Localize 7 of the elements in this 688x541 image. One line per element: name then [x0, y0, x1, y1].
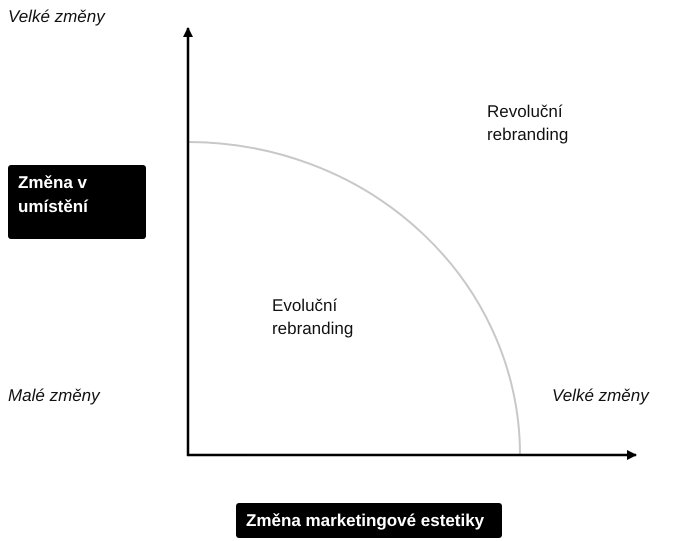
axis-label: Velké změny: [552, 385, 650, 407]
axis-label: Malé změny: [8, 385, 102, 407]
region-label: Revoluční rebranding: [487, 101, 570, 146]
axis-title-box: Změna marketingové estetiky: [236, 503, 502, 538]
axis-label: Velké změny: [8, 6, 106, 28]
axis-title-box: Změna v umístění: [8, 165, 146, 239]
region-label: Evoluční rebranding: [272, 295, 354, 340]
